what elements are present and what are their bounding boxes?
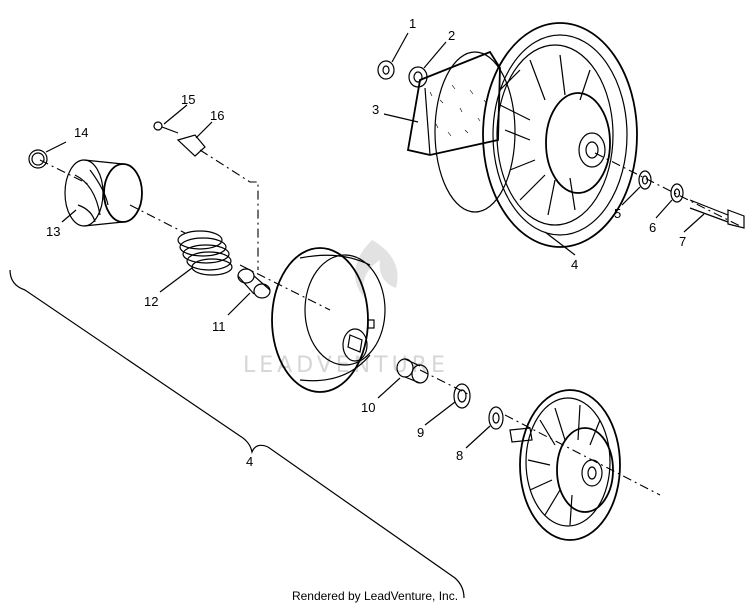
washer-5 xyxy=(638,170,652,190)
axis-line-main xyxy=(39,159,661,496)
callout-2: 2 xyxy=(448,28,455,43)
washer-9 xyxy=(453,383,471,409)
callout-9: 9 xyxy=(417,425,424,440)
callout-14: 14 xyxy=(74,125,88,140)
axis-line-top xyxy=(594,152,741,227)
washer-8 xyxy=(488,406,504,430)
bushing-10 xyxy=(396,358,429,384)
callout-3: 3 xyxy=(372,102,379,117)
washer-6 xyxy=(670,183,684,203)
leader-16-path xyxy=(199,149,259,270)
callout-13: 13 xyxy=(46,224,60,239)
callout-1: 1 xyxy=(409,16,416,31)
footer-credit: Rendered by LeadVenture, Inc. xyxy=(291,589,459,603)
washer-2 xyxy=(408,66,428,88)
clutch-assembly-top xyxy=(406,22,638,248)
bolt-7 xyxy=(689,199,745,229)
callout-12: 12 xyxy=(144,294,158,309)
callout-11: 11 xyxy=(212,319,226,334)
callout-8: 8 xyxy=(456,448,463,463)
assembly-bracket xyxy=(9,269,465,599)
callout-5: 5 xyxy=(614,206,621,221)
callout-16: 16 xyxy=(210,108,224,123)
spring-12 xyxy=(177,230,233,276)
cam-13 xyxy=(64,159,143,227)
washer-1 xyxy=(377,60,395,80)
snap-ring-14 xyxy=(28,149,48,169)
callout-4-bottom: 4 xyxy=(246,454,253,469)
button-16 xyxy=(176,134,206,157)
screw-15 xyxy=(153,121,179,134)
movable-sheave xyxy=(271,247,386,393)
callout-leaders xyxy=(45,32,705,449)
fixed-sheave xyxy=(509,389,621,541)
callout-4-top: 4 xyxy=(571,257,578,272)
callout-15: 15 xyxy=(181,92,195,107)
callout-6: 6 xyxy=(649,220,656,235)
watermark-logo: LEADVENTURE xyxy=(243,240,445,378)
callout-10: 10 xyxy=(361,400,375,415)
bushing-11 xyxy=(237,268,271,299)
callout-7: 7 xyxy=(679,234,686,249)
